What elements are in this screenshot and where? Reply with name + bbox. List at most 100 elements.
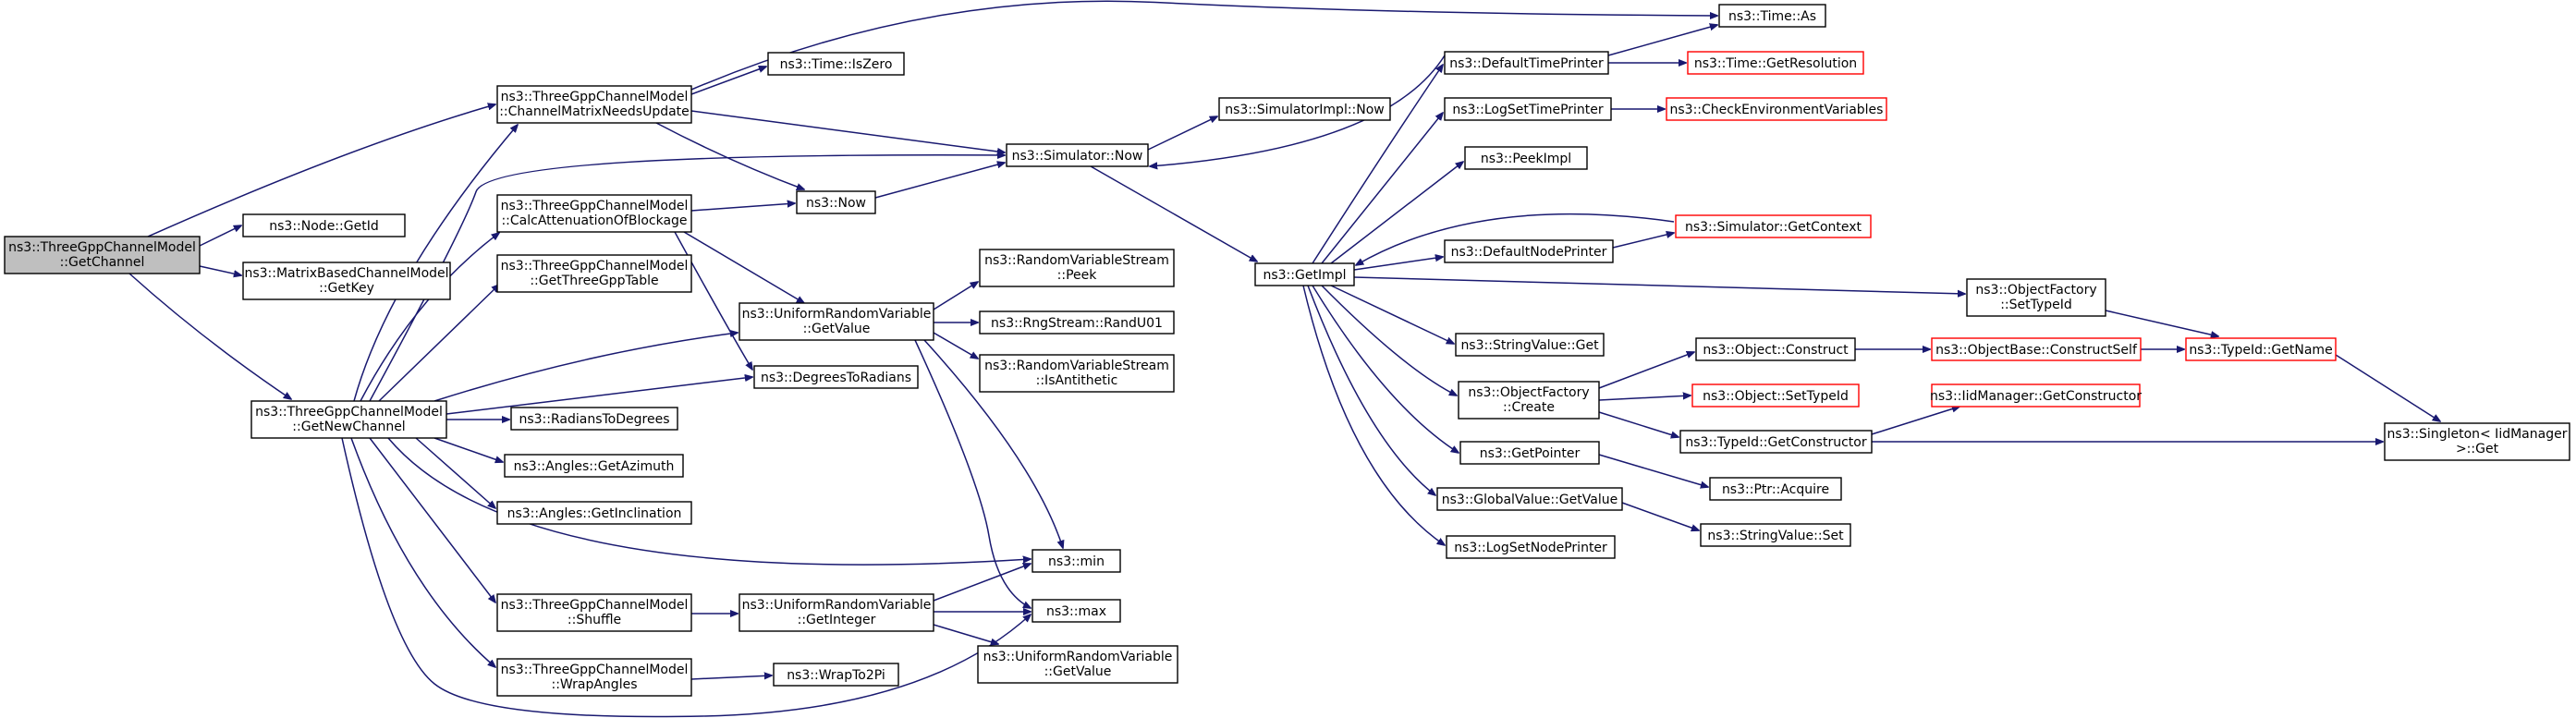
node-isanti[interactable]: ns3::RandomVariableStream::IsAntithetic bbox=[979, 354, 1175, 393]
node-label: ns3::ThreeGppChannelModel bbox=[8, 240, 196, 255]
node-label: ::IsAntithetic bbox=[1036, 373, 1118, 388]
node-logsetnodeprinter[interactable]: ns3::LogSetNodePrinter bbox=[1446, 535, 1616, 559]
node-logsettimeprinter[interactable]: ns3::LogSetTimePrinter bbox=[1444, 97, 1612, 121]
node-degtorad[interactable]: ns3::DegreesToRadians bbox=[753, 365, 919, 389]
node-min[interactable]: ns3::min bbox=[1032, 549, 1121, 573]
node-box bbox=[773, 663, 899, 687]
node-label: ns3::ObjectFactory bbox=[1975, 283, 2096, 298]
node-box bbox=[1458, 381, 1600, 420]
node-urvgetvalue[interactable]: ns3::UniformRandomVariable::GetValue bbox=[739, 302, 934, 341]
node-getid[interactable]: ns3::Node::GetId bbox=[242, 213, 406, 237]
node-shuffle[interactable]: ns3::ThreeGppChannelModel::Shuffle bbox=[496, 593, 692, 632]
node-label: ns3::UniformRandomVariable bbox=[983, 650, 1173, 664]
node-box bbox=[979, 310, 1175, 335]
edge-getnewchannel-to-min bbox=[387, 437, 1031, 566]
node-label: ns3::ThreeGppChannelModel bbox=[501, 199, 689, 213]
node-iidgetctor[interactable]: ns3::IidManager::GetConstructor bbox=[1930, 383, 2142, 408]
node-chanmatrix[interactable]: ns3::ThreeGppChannelModel::ChannelMatrix… bbox=[496, 85, 692, 124]
node-label: ns3::GetImpl bbox=[1263, 268, 1346, 283]
node-randu01[interactable]: ns3::RngStream::RandU01 bbox=[979, 310, 1175, 335]
node-getthreegpp[interactable]: ns3::ThreeGppChannelModel::GetThreeGppTa… bbox=[496, 254, 692, 293]
node-label: ns3::IidManager::GetConstructor bbox=[1930, 389, 2142, 404]
node-urvgetint[interactable]: ns3::UniformRandomVariable::GetInteger bbox=[739, 593, 934, 632]
node-box bbox=[496, 194, 692, 233]
node-label: ns3::min bbox=[1048, 554, 1105, 569]
node-label: ::SetTypeId bbox=[2000, 298, 2072, 312]
edge-getimpl-to-gvgetvalue bbox=[1307, 285, 1435, 495]
node-strvalset[interactable]: ns3::StringValue::Set bbox=[1700, 523, 1851, 547]
edge-ofcreate-to-tidgetctor bbox=[1598, 411, 1679, 437]
node-defnodeprinter[interactable]: ns3::DefaultNodePrinter bbox=[1444, 239, 1614, 263]
node-getkey[interactable]: ns3::MatrixBasedChannelModel::GetKey bbox=[242, 262, 451, 300]
node-ofsettypeid[interactable]: ns3::ObjectFactory::SetTypeId bbox=[1966, 278, 2106, 317]
node-simnow[interactable]: ns3::Simulator::Now bbox=[1006, 143, 1149, 167]
node-now[interactable]: ns3::Now bbox=[796, 190, 876, 214]
node-getimpl[interactable]: ns3::GetImpl bbox=[1254, 262, 1355, 286]
edge-wrapangles-to-wraptopi bbox=[690, 675, 772, 680]
node-tidgetname[interactable]: ns3::TypeId::GetName bbox=[2185, 337, 2337, 361]
node-wrapangles[interactable]: ns3::ThreeGppChannelModel::WrapAngles bbox=[496, 658, 692, 697]
edge-chanmatrix-to-simnow bbox=[690, 110, 1005, 152]
node-getnewchannel[interactable]: ns3::ThreeGppChannelModel::GetNewChannel bbox=[250, 400, 447, 439]
node-box bbox=[1709, 477, 1842, 501]
node-getpointer[interactable]: ns3::GetPointer bbox=[1459, 441, 1600, 465]
node-label: ns3::max bbox=[1046, 604, 1106, 619]
node-timeas[interactable]: ns3::Time::As bbox=[1718, 4, 1826, 28]
node-label: ns3::UniformRandomVariable bbox=[742, 307, 932, 322]
node-label: ns3::Angles::GetInclination bbox=[507, 506, 682, 521]
node-deftimeprinter[interactable]: ns3::DefaultTimePrinter bbox=[1444, 51, 1609, 75]
node-max[interactable]: ns3::max bbox=[1032, 599, 1121, 623]
node-strvalget[interactable]: ns3::StringValue::Get bbox=[1455, 333, 1605, 357]
node-peekimpl[interactable]: ns3::PeekImpl bbox=[1464, 146, 1588, 170]
node-objconstruct[interactable]: ns3::Object::Construct bbox=[1695, 337, 1856, 361]
node-label: ns3::DefaultNodePrinter bbox=[1451, 245, 1607, 260]
node-getresolution[interactable]: ns3::Time::GetResolution bbox=[1687, 51, 1864, 75]
node-label: ns3::Simulator::Now bbox=[1012, 149, 1143, 164]
edge-urvgetvalue-to-rvspeek bbox=[933, 282, 978, 310]
node-label: ::GetInteger bbox=[798, 613, 876, 627]
node-label: ns3::ThreeGppChannelModel bbox=[501, 259, 689, 274]
node-calcatten[interactable]: ns3::ThreeGppChannelModel::CalcAttenuati… bbox=[496, 194, 692, 233]
node-gvgetvalue[interactable]: ns3::GlobalValue::GetValue bbox=[1436, 487, 1623, 511]
node-box bbox=[496, 254, 692, 293]
node-label: ns3::LogSetNodePrinter bbox=[1454, 541, 1607, 555]
edge-ofcreate-to-objsettypeid bbox=[1598, 396, 1691, 401]
node-ofcreate[interactable]: ns3::ObjectFactory::Create bbox=[1458, 381, 1600, 420]
node-label: ns3::ObjectFactory bbox=[1468, 385, 1589, 400]
node-wraptopi[interactable]: ns3::WrapTo2Pi bbox=[773, 663, 899, 687]
node-label: ns3::TypeId::GetName bbox=[2189, 343, 2332, 358]
edge-calcatten-to-now bbox=[690, 203, 795, 212]
edge-getnewchannel-to-urvgetvalue bbox=[433, 333, 738, 402]
node-singleton[interactable]: ns3::Singleton< IidManager>::Get bbox=[2384, 422, 2570, 461]
node-label: ns3::Angles::GetAzimuth bbox=[514, 459, 675, 474]
node-box bbox=[977, 645, 1178, 684]
node-iszero[interactable]: ns3::Time::IsZero bbox=[767, 52, 905, 76]
node-label: ::Shuffle bbox=[568, 613, 621, 627]
node-box bbox=[1032, 599, 1121, 623]
node-simimplnow[interactable]: ns3::SimulatorImpl::Now bbox=[1218, 97, 1391, 121]
node-label: ns3::RandomVariableStream bbox=[984, 253, 1169, 268]
node-rvspeek[interactable]: ns3::RandomVariableStream::Peek bbox=[979, 249, 1175, 287]
node-box bbox=[1006, 143, 1149, 167]
node-box bbox=[496, 501, 692, 525]
node-checkenv[interactable]: ns3::CheckEnvironmentVariables bbox=[1666, 97, 1887, 121]
node-tidgetctor[interactable]: ns3::TypeId::GetConstructor bbox=[1679, 430, 1873, 454]
node-label: ns3::Time::GetResolution bbox=[1694, 56, 1857, 71]
node-getincl[interactable]: ns3::Angles::GetInclination bbox=[496, 501, 692, 525]
node-getcontext[interactable]: ns3::Simulator::GetContext bbox=[1675, 214, 1872, 238]
node-getazimuth[interactable]: ns3::Angles::GetAzimuth bbox=[504, 454, 684, 478]
node-label: ns3::ThreeGppChannelModel bbox=[501, 598, 689, 613]
node-getchannel[interactable]: ns3::ThreeGppChannelModel::GetChannel bbox=[4, 236, 201, 274]
node-radtodeg[interactable]: ns3::RadiansToDegrees bbox=[510, 407, 678, 431]
node-obconstructself[interactable]: ns3::ObjectBase::ConstructSelf bbox=[1931, 337, 2142, 361]
node-ptracquire[interactable]: ns3::Ptr::Acquire bbox=[1709, 477, 1842, 501]
node-objsettypeid[interactable]: ns3::Object::SetTypeId bbox=[1691, 383, 1860, 408]
node-urvgetvalue2[interactable]: ns3::UniformRandomVariable::GetValue bbox=[977, 645, 1178, 684]
node-label: ns3::SimulatorImpl::Now bbox=[1225, 103, 1385, 117]
node-box bbox=[2185, 337, 2337, 361]
node-box bbox=[242, 213, 406, 237]
node-box bbox=[1700, 523, 1851, 547]
function-nodes: ns3::ThreeGppChannelModel::GetChannelns3… bbox=[4, 4, 2570, 697]
node-box bbox=[250, 400, 447, 439]
node-label: ns3::Singleton< IidManager bbox=[2387, 427, 2568, 442]
